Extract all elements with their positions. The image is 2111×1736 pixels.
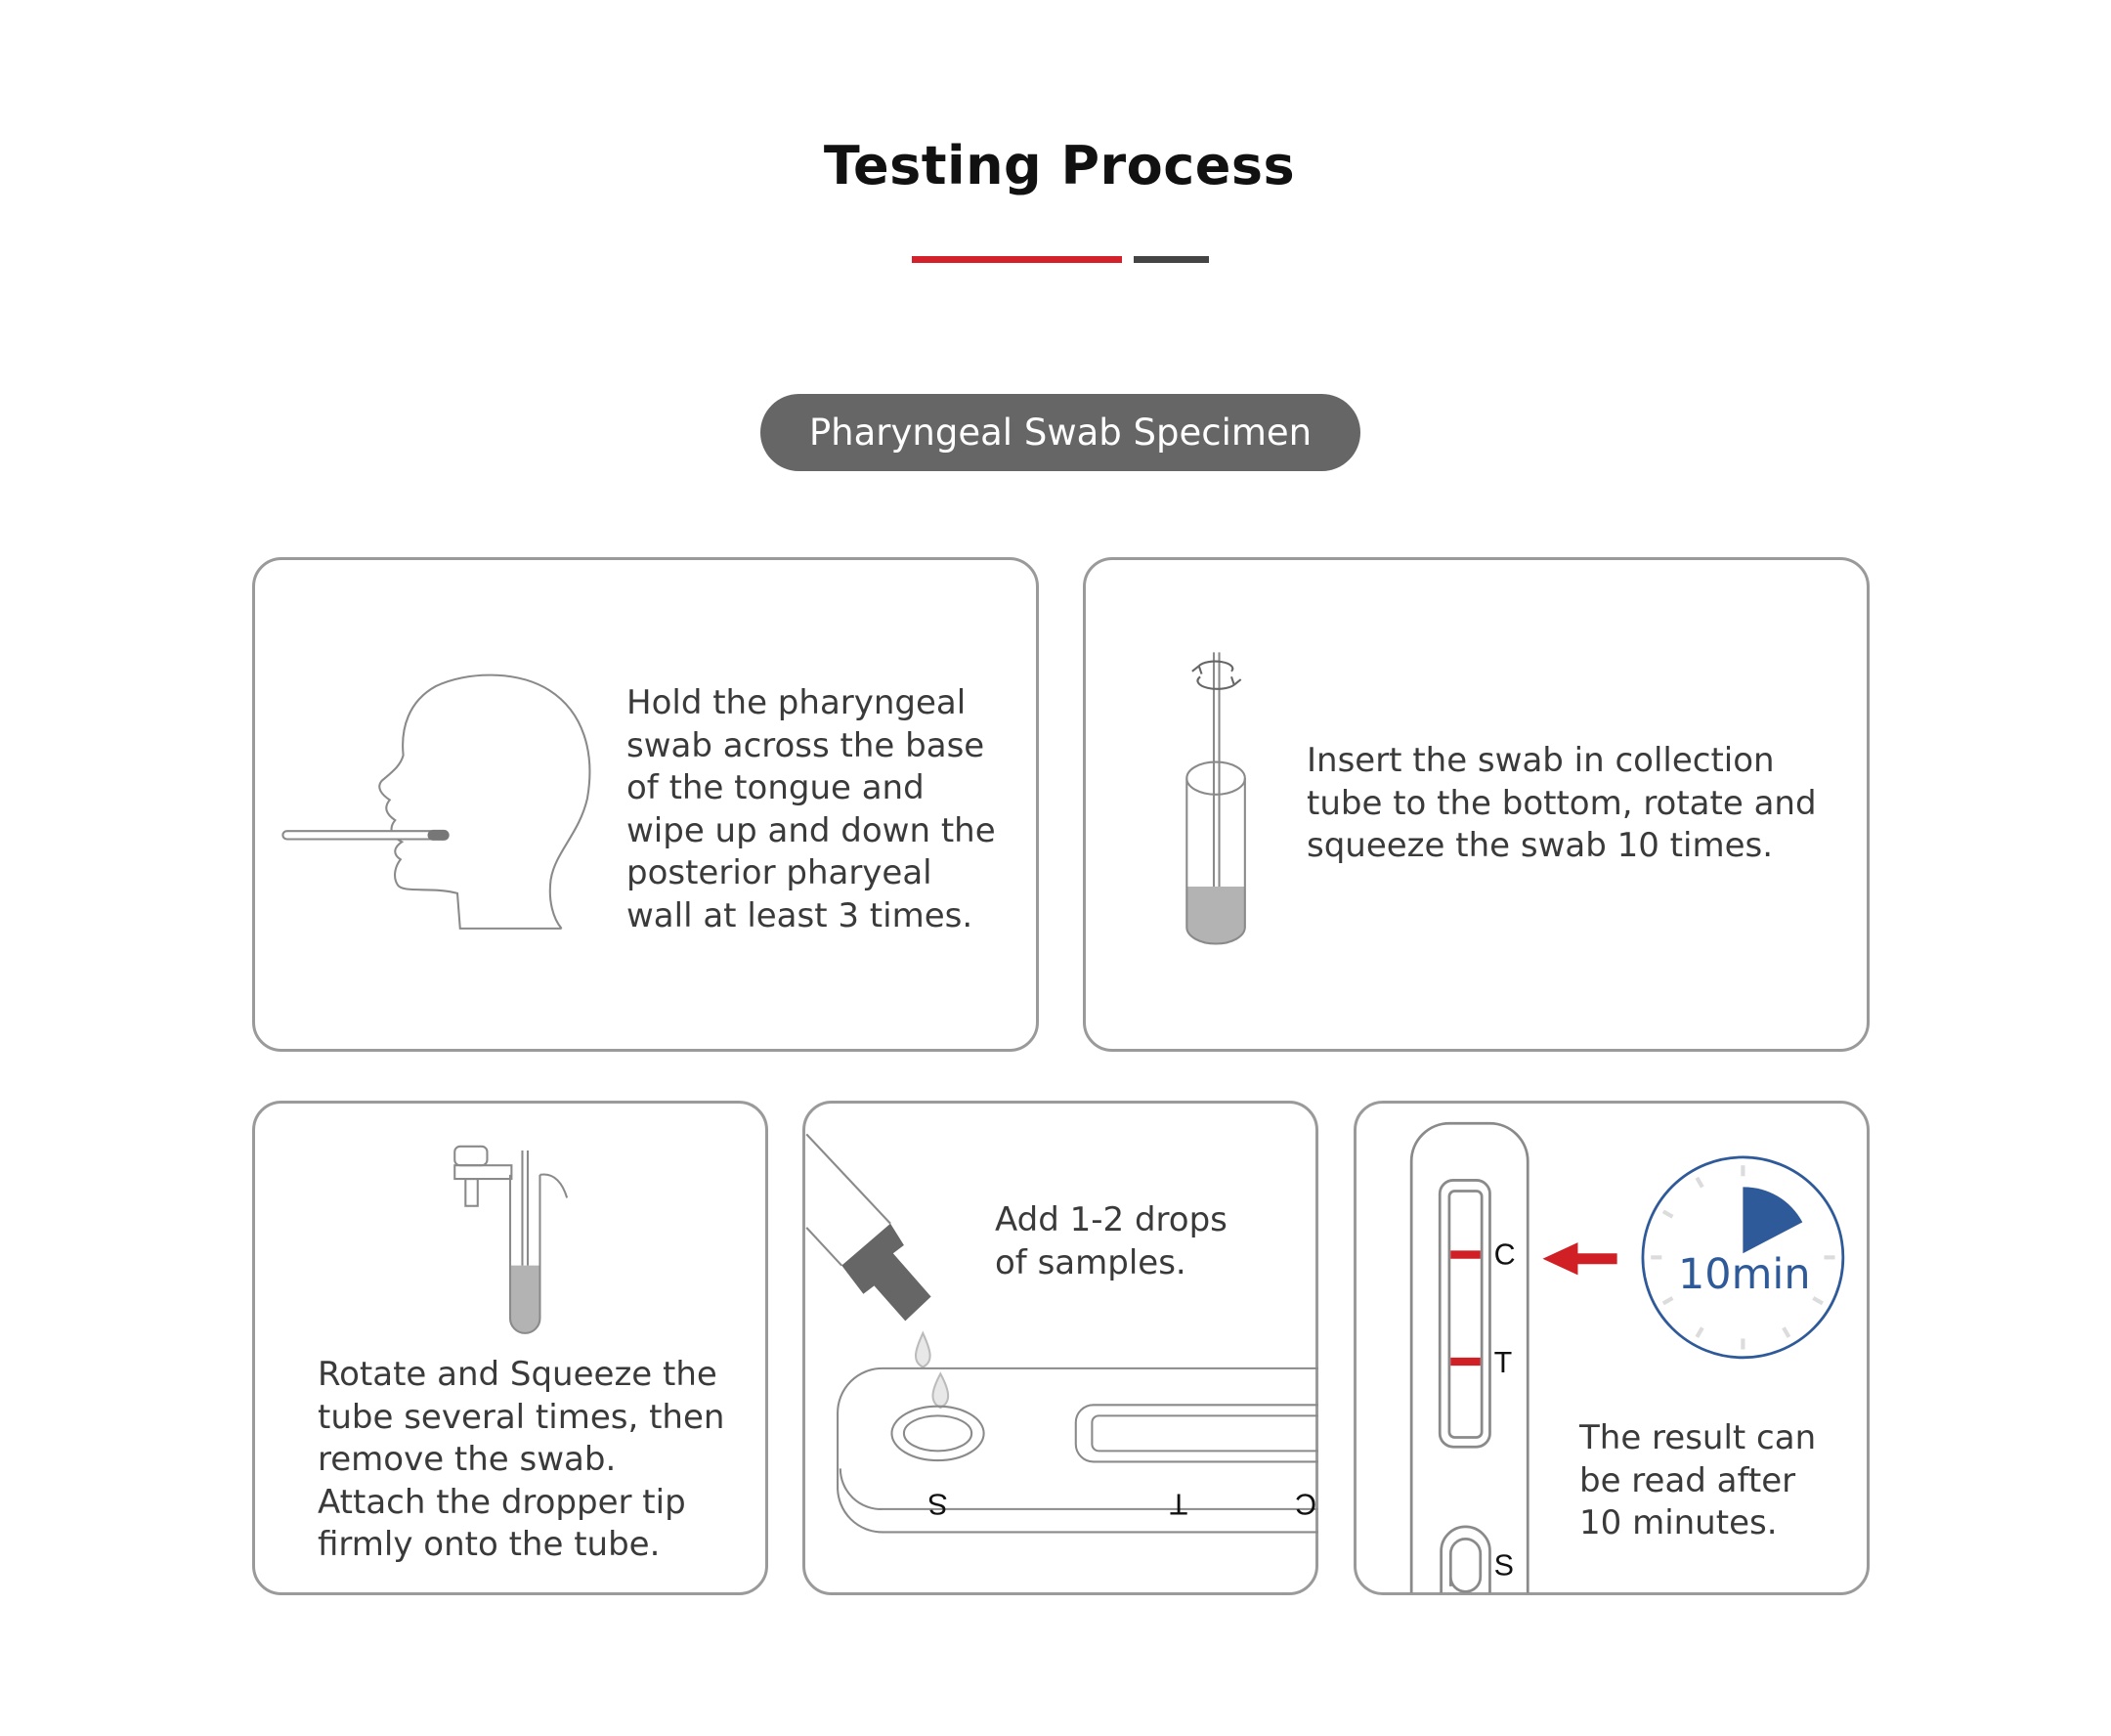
clock-tick (1695, 1326, 1704, 1338)
dropper-cassette-illustration: S T C (805, 1133, 1318, 1534)
title-underline-red (912, 256, 1122, 263)
cassette-label-s: S (927, 1488, 947, 1521)
clock-tick (1695, 1176, 1704, 1189)
result-label-t: T (1494, 1346, 1513, 1379)
step-card-2 (1083, 557, 1870, 1052)
step-4-text: Add 1-2 drops of samples. (995, 1200, 1228, 1282)
head-swab-illustration (281, 673, 591, 930)
step-5-text: The result can be read after 10 minutes. (1579, 1418, 1817, 1543)
step-card-1 (252, 557, 1039, 1052)
clock-tick (1661, 1296, 1674, 1306)
result-label-c: C (1494, 1237, 1516, 1271)
dropper-tube-illustration (453, 1145, 569, 1334)
clock-tick (1661, 1209, 1674, 1219)
page-title: Testing Process (823, 135, 1296, 196)
step-card-5 (1354, 1101, 1870, 1595)
swab-in-tube-illustration (1185, 652, 1246, 945)
step-card-3 (252, 1101, 768, 1595)
result-label-s: S (1494, 1549, 1514, 1583)
step-3-text: Rotate and Squeeze the tube several time… (318, 1355, 725, 1565)
cassette-label-t: T (1170, 1488, 1188, 1521)
step-2-text: Insert the swab in collection tube to th… (1307, 741, 1817, 866)
clock-tick (1782, 1326, 1791, 1338)
cassette-result-illustration: C T S 10min (1409, 1121, 1845, 1593)
title-underline-dark (1134, 256, 1209, 263)
section-badge: Pharyngeal Swab Specimen (760, 394, 1360, 471)
timer-clock-icon: 10min (1641, 1155, 1845, 1360)
red-arrow-icon (1542, 1242, 1617, 1276)
timer-label: 10min (1678, 1250, 1811, 1299)
clock-tick (1812, 1296, 1824, 1306)
cassette-label-c: C (1295, 1488, 1316, 1521)
step-1-text: Hold the pharyngeal swab across the base… (626, 683, 996, 935)
step-card-4 (802, 1101, 1318, 1595)
